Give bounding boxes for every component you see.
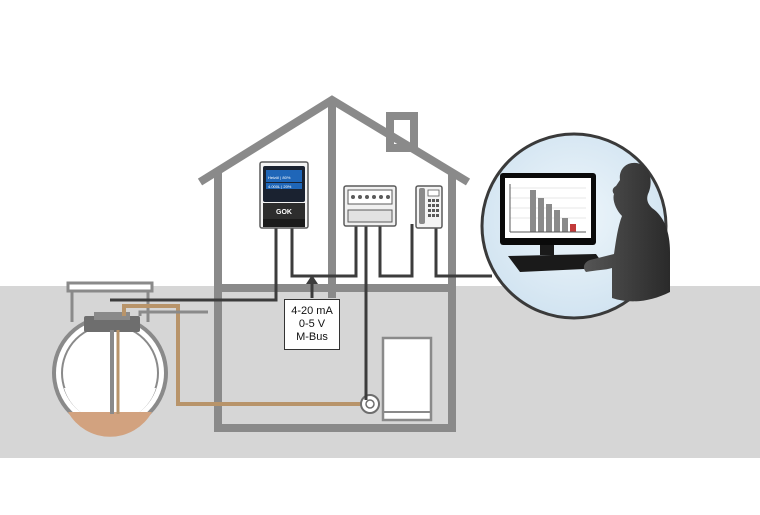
monitor-icon	[500, 173, 596, 255]
cable-arrow	[306, 275, 318, 284]
underground-tank-icon	[52, 281, 168, 437]
keyboard-icon	[508, 254, 606, 272]
controller-brand: GOK	[276, 209, 292, 216]
level-meter-icon	[259, 161, 309, 229]
telephone-icon	[415, 185, 443, 229]
signal-output-box: 4-20 mA 0-5 V M-Bus	[284, 299, 340, 350]
oil-level	[68, 412, 152, 437]
pump-icon	[360, 394, 380, 414]
controller-display-row2: 4.000L | 20%	[268, 184, 292, 189]
signal-cables	[110, 224, 492, 400]
signal-output-analog-current: 4-20 mA	[291, 305, 333, 317]
signal-output-bus: M-Bus	[296, 331, 328, 343]
burner-unit-icon	[381, 336, 433, 422]
signal-output-analog-voltage: 0-5 V	[298, 318, 326, 330]
data-logger-icon	[343, 185, 397, 227]
controller-display-row1: Heizöl | 80%	[268, 175, 291, 180]
monitor-bars	[530, 190, 576, 232]
oil-pipe	[122, 304, 362, 406]
user-silhouette-icon	[583, 162, 670, 302]
